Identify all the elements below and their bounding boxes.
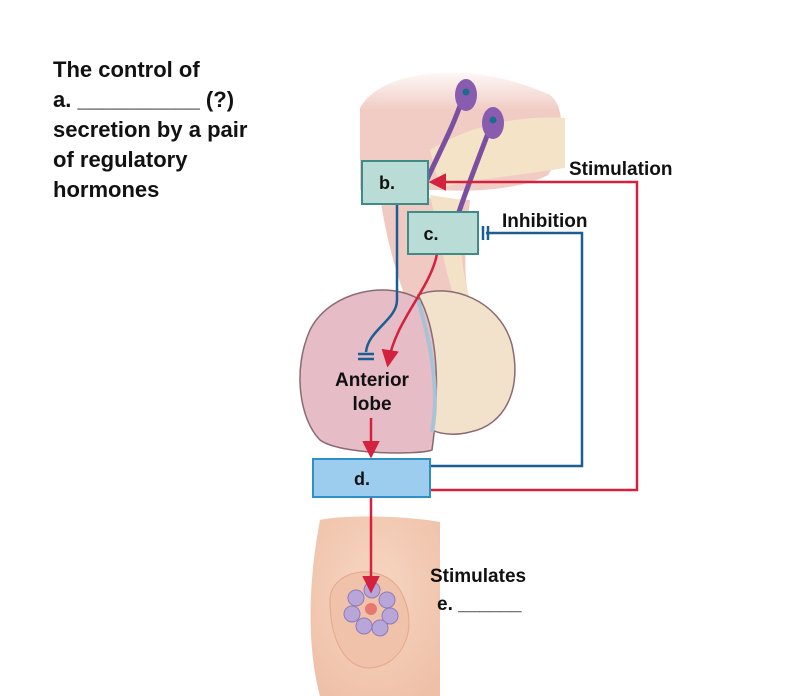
b-hormone-path xyxy=(364,204,399,353)
box-b: b. xyxy=(361,160,429,205)
title-line-2: a. __________ (?) xyxy=(53,87,235,112)
stimulates-label: Stimulates xyxy=(430,566,526,587)
title-line-4: of regulatory xyxy=(53,147,188,172)
anterior-lobe xyxy=(299,289,438,454)
stimulation-label: Stimulation xyxy=(569,159,672,180)
stimulation-feedback-line xyxy=(428,173,639,492)
box-d: d. xyxy=(312,458,431,498)
posterior-lobe xyxy=(416,290,516,435)
title-line-5: hormones xyxy=(53,177,160,202)
diagram-title: The control of a. __________ (?) secreti… xyxy=(53,55,313,205)
box-b-label: b. xyxy=(379,173,395,193)
inhibition-label: Inhibition xyxy=(502,211,587,232)
anterior-lobe-label-line2: lobe xyxy=(352,394,391,415)
mammary-tissue xyxy=(310,516,440,696)
inhibition-feedback-line xyxy=(430,231,584,468)
box-c-label: c. xyxy=(423,224,438,244)
c-hormone-path xyxy=(381,253,439,368)
anterior-lobe-label-line1: Anterior xyxy=(335,370,410,391)
box-c: c. xyxy=(407,211,479,255)
title-line-1: The control of xyxy=(53,57,200,82)
box-d-label: d. xyxy=(354,469,370,489)
neuron-cells xyxy=(417,79,504,216)
target-label: e. ______ xyxy=(437,594,522,615)
lobe-divider xyxy=(416,299,437,433)
title-line-3: secretion by a pair xyxy=(53,117,248,142)
